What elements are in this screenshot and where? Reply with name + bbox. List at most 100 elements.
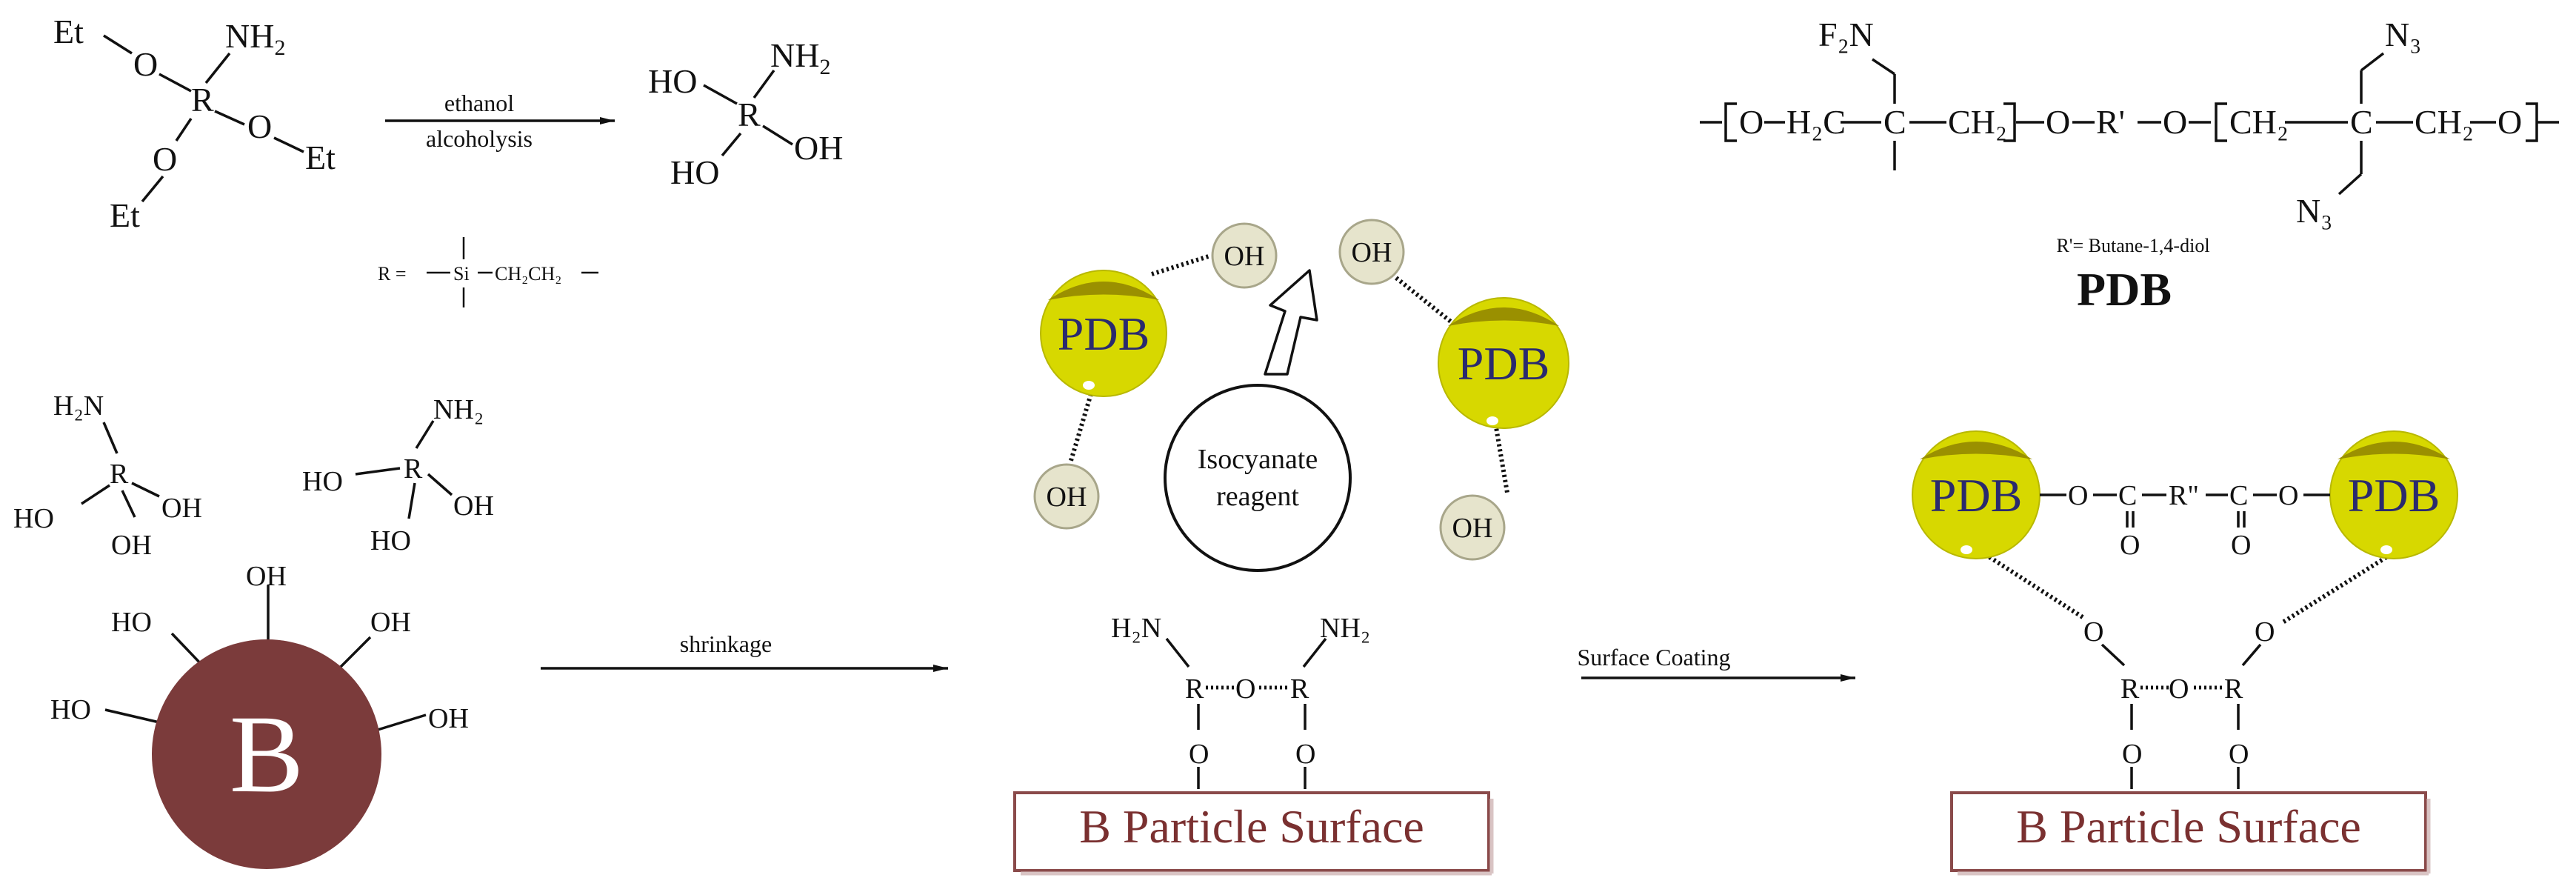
bond bbox=[762, 124, 793, 146]
middle-pdb-right: OH PDB OH bbox=[1338, 219, 1569, 561]
reagent-circle bbox=[1164, 384, 1352, 572]
bond bbox=[159, 73, 192, 93]
o-linker-left: O bbox=[2083, 616, 2103, 648]
pdb-sphere bbox=[1438, 297, 1569, 429]
bond bbox=[703, 84, 738, 105]
silanol-molecule-1: H₂N R HO OH OH bbox=[13, 390, 202, 561]
b-particle-label: B bbox=[230, 693, 304, 816]
nh2-label: NH₂ bbox=[1320, 613, 1370, 644]
bond bbox=[1872, 58, 1895, 76]
r-label: R bbox=[1185, 673, 1204, 705]
ch2-label-1: CH₂ bbox=[1948, 103, 2007, 141]
shrinkage-label: shrinkage bbox=[680, 631, 772, 657]
f2n-label: F₂N bbox=[1818, 16, 1874, 53]
alkoxysilane-molecule: Et O R NH2 O Et O Et bbox=[53, 13, 336, 234]
hbond bbox=[1983, 552, 2086, 621]
arrow-label-ethanol: ethanol bbox=[444, 90, 514, 116]
b-particle bbox=[152, 639, 381, 869]
r-label: R bbox=[404, 453, 423, 485]
oh-sphere bbox=[1211, 222, 1278, 289]
pdb-label: PDB bbox=[1930, 469, 2023, 522]
et-label-3: Et bbox=[110, 196, 140, 234]
oh-upper-right: OH bbox=[370, 607, 411, 638]
oh-label: OH bbox=[1452, 513, 1493, 544]
reagent-line-2: reagent bbox=[1216, 481, 1299, 512]
hbond bbox=[2281, 555, 2388, 625]
surface-coating-label: Surface Coating bbox=[1577, 644, 1730, 671]
bracket-right bbox=[2526, 102, 2538, 142]
pdb-label: PDB bbox=[1058, 307, 1150, 360]
hbond bbox=[1492, 418, 1509, 493]
o-label: O bbox=[2231, 530, 2251, 561]
o-label: O bbox=[2278, 480, 2298, 511]
et-label-2: Et bbox=[305, 139, 336, 176]
oh-label: OH bbox=[453, 490, 494, 522]
o-label-2: O bbox=[247, 107, 272, 145]
pdb-spot bbox=[2380, 545, 2392, 554]
bond bbox=[102, 422, 119, 454]
o-label: O bbox=[2122, 739, 2142, 770]
o-label: O bbox=[2120, 530, 2140, 561]
hbond bbox=[1395, 276, 1453, 325]
pdb-sphere bbox=[1040, 270, 1167, 397]
bond bbox=[204, 52, 231, 84]
o-label-3: O bbox=[153, 140, 177, 178]
bond bbox=[121, 490, 136, 518]
oh-right: OH bbox=[428, 703, 469, 734]
pdb-label: PDB bbox=[2348, 469, 2440, 522]
hbond bbox=[1151, 253, 1212, 276]
nh2-product: NH2 bbox=[770, 36, 830, 79]
oh-sphere bbox=[1439, 494, 1506, 561]
oh-label: OH bbox=[111, 530, 152, 561]
pdb-spot bbox=[1486, 416, 1498, 425]
r-label: R bbox=[1290, 673, 1309, 705]
o-label: O bbox=[1739, 103, 1764, 141]
pdb-polymer-structure: O H₂C C F₂N CH₂ O R' O CH₂ C N₃ N₃ CH₂ O bbox=[1700, 16, 2559, 316]
r-definition: R = Si CH₂CH₂ bbox=[378, 237, 598, 307]
ho-label-2: HO bbox=[670, 153, 719, 191]
o-label: O bbox=[2163, 103, 2187, 141]
pdb-highlight bbox=[1048, 282, 1159, 300]
c-label: C bbox=[2229, 480, 2248, 511]
c-label: C bbox=[2118, 480, 2137, 511]
bond bbox=[141, 175, 164, 203]
bond bbox=[104, 708, 160, 724]
o-label: O bbox=[1295, 739, 1315, 770]
oh-label: OH bbox=[1352, 237, 1392, 268]
r-def-chain: CH₂CH₂ bbox=[495, 263, 561, 285]
ho-label-1: HO bbox=[648, 62, 697, 100]
oh-top: OH bbox=[246, 561, 287, 592]
pdb-highlight bbox=[1920, 442, 2032, 459]
oh-label: OH bbox=[1224, 241, 1265, 272]
surface-box bbox=[1013, 791, 1490, 872]
bracket-left bbox=[1724, 102, 1737, 142]
middle-surface-molecule: H₂N R O R NH₂ O O B Particle Surface bbox=[1013, 613, 1494, 876]
isocyanate-reagent: Isocyanate reagent bbox=[1164, 269, 1352, 572]
o-label: O bbox=[2497, 103, 2522, 141]
pdb-label: PDB bbox=[1458, 337, 1550, 390]
ch2-label-2: CH₂ bbox=[2229, 103, 2289, 141]
n3-label-bottom: N₃ bbox=[2296, 192, 2332, 230]
r-label: R bbox=[110, 459, 129, 490]
surface-label: B Particle Surface bbox=[1079, 800, 1424, 853]
b-particle-group: OH HO OH HO OH B bbox=[50, 561, 469, 869]
surface-label: B Particle Surface bbox=[2016, 800, 2361, 853]
pdb-highlight bbox=[2338, 442, 2450, 459]
arrow-label-alcoholysis: alcoholysis bbox=[426, 125, 533, 152]
r-prime-label: R' bbox=[2096, 103, 2125, 141]
middle-pdb-left: PDB OH OH bbox=[1033, 222, 1278, 530]
r-label: R bbox=[2120, 673, 2140, 705]
hbond bbox=[1068, 388, 1095, 464]
bracket-right bbox=[2003, 102, 2016, 142]
shrinkage-arrow: shrinkage bbox=[541, 631, 948, 672]
h2c-label: H₂C bbox=[1786, 103, 1846, 141]
bond bbox=[415, 420, 435, 449]
bond bbox=[2241, 643, 2262, 667]
h2n-label: H₂N bbox=[1111, 613, 1161, 644]
reaction-arrow-hollow bbox=[1264, 269, 1318, 376]
o-linker-right: O bbox=[2255, 616, 2275, 648]
bracket-left bbox=[2215, 102, 2227, 142]
oh-label-product: OH bbox=[794, 129, 843, 167]
